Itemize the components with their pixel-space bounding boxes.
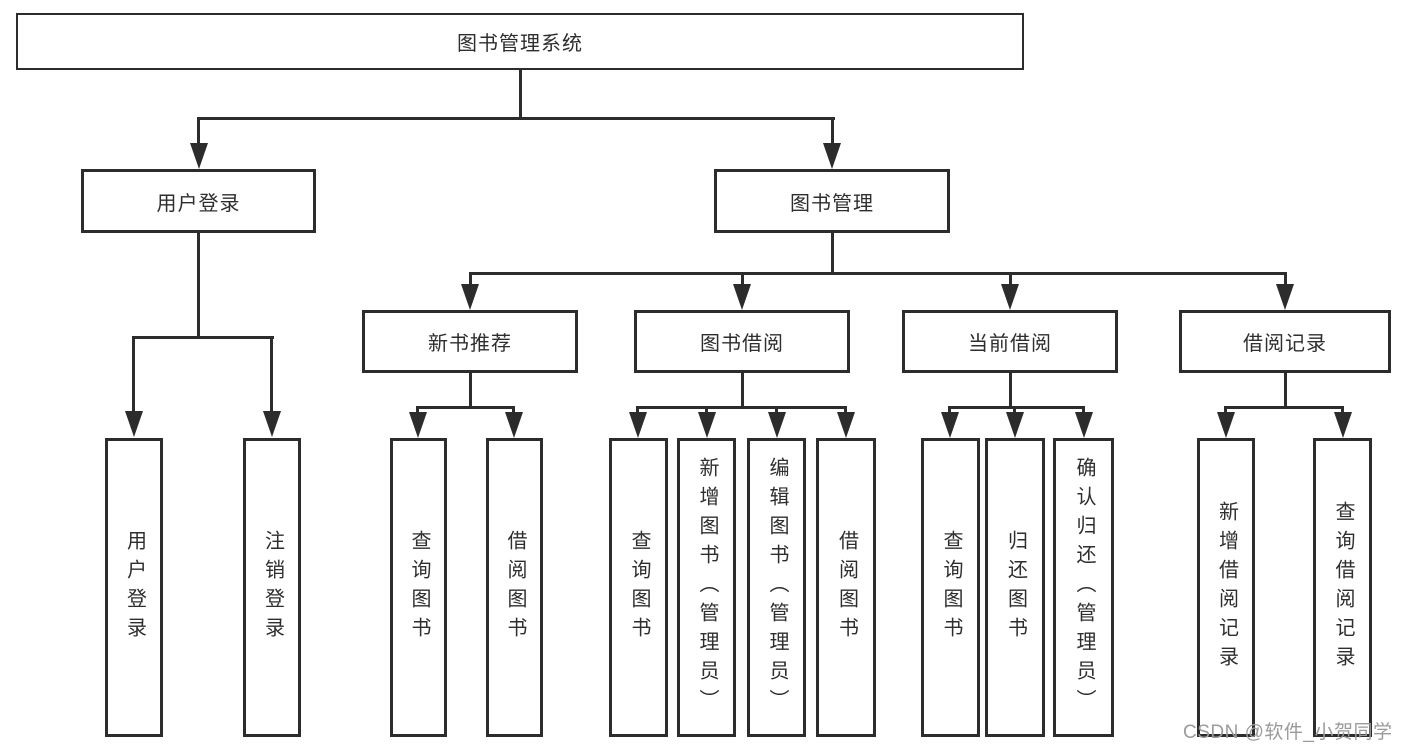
leaf-borrow-book-recommend: 借阅图书 [486,438,543,737]
node-label: 图书管理系统 [457,33,583,55]
connector-line [1009,373,1012,408]
arrowhead-icon [629,412,647,438]
connector-line [416,406,419,415]
connector-line [197,117,200,145]
leaf-borrow-book: 借阅图书 [816,438,876,737]
connector-line [637,406,847,409]
leaf-query-book-borrow: 查询图书 [609,438,668,737]
leaf-confirm-return-admin: 确认归还（管理员） [1053,438,1114,737]
node-book-management: 图书管理 [714,169,950,233]
node-label: 新增借阅记录 [1215,500,1238,675]
connector-line [270,336,273,412]
connector-line [775,406,778,415]
csdn-watermark: CSDN @软件_小贺同学 [1183,722,1393,743]
node-label: 图书管理 [790,192,874,215]
connector-line [949,406,1085,409]
node-label: 新书推荐 [428,333,512,355]
arrowhead-icon [1006,412,1024,438]
connector-line [197,117,835,120]
connector-line [1284,373,1287,408]
connector-line [705,406,708,415]
connector-line [133,336,274,339]
node-new-book-recommend: 新书推荐 [362,310,578,373]
arrowhead-icon [190,143,208,169]
connector-line [1284,272,1287,286]
node-label: 借阅图书 [835,529,858,646]
connector-line [1009,272,1012,286]
leaf-query-borrow-record: 查询借阅记录 [1313,438,1372,737]
leaf-user-login: 用户登录 [105,438,163,737]
node-label: 借阅图书 [504,529,526,646]
node-label: 编辑图书（管理员） [766,457,788,718]
connector-line [197,233,200,337]
arrowhead-icon [1001,284,1019,310]
connector-line [741,373,744,408]
node-label: 注销登录 [261,529,284,646]
arrowhead-icon [505,412,523,438]
connector-line [469,272,1287,275]
arrowhead-icon [768,412,786,438]
arrowhead-icon [837,412,855,438]
connector-line [831,117,834,145]
node-user-login: 用户登录 [81,169,316,233]
leaf-query-book-current: 查询图书 [921,438,980,737]
connector-line [469,272,472,286]
arrowhead-icon [733,284,751,310]
arrowhead-icon [941,412,959,438]
node-label: 查询图书 [408,529,430,646]
connector-line [1082,406,1085,415]
arrowhead-icon [409,412,427,438]
node-root-system: 图书管理系统 [16,13,1024,70]
node-current-borrow: 当前借阅 [902,310,1118,373]
arrowhead-icon [1075,412,1093,438]
connector-line [1224,406,1227,415]
connector-line [512,406,515,415]
node-label: 借阅记录 [1243,333,1327,355]
leaf-return-book: 归还图书 [985,438,1045,737]
connector-line [844,406,847,415]
node-label: 归还图书 [1004,529,1027,646]
node-label: 用户登录 [156,192,241,215]
arrowhead-icon [125,411,143,437]
arrowhead-icon [823,143,841,169]
node-label: 新增图书（管理员） [696,457,718,718]
connector-line [1341,406,1344,415]
connector-line [132,336,135,412]
leaf-query-book-recommend: 查询图书 [390,438,447,737]
node-label: 用户登录 [123,529,146,646]
arrowhead-icon [1276,284,1294,310]
node-borrow-records: 借阅记录 [1179,310,1391,373]
connector-line [831,233,834,274]
arrowhead-icon [1334,412,1352,438]
node-label: 查询图书 [628,529,650,646]
arrowhead-icon [263,411,281,437]
arrowhead-icon [1217,412,1235,438]
connector-line [948,406,951,415]
connector-line [741,272,744,286]
node-label: 图书借阅 [700,333,784,355]
node-label: 当前借阅 [968,333,1052,355]
connector-line [1225,406,1344,409]
leaf-add-borrow-record: 新增借阅记录 [1197,438,1255,737]
node-label: 查询图书 [940,529,962,646]
leaf-logout: 注销登录 [243,438,301,737]
connector-line [469,373,472,408]
connector-line [519,70,522,117]
arrowhead-icon [698,412,716,438]
arrowhead-icon [461,284,479,310]
node-label: 查询借阅记录 [1332,500,1354,675]
leaf-edit-book-admin: 编辑图书（管理员） [747,438,806,737]
node-book-borrow: 图书借阅 [634,310,850,373]
connector-line [1013,406,1016,415]
connector-line [636,406,639,415]
connector-line [417,406,515,409]
leaf-add-book-admin: 新增图书（管理员） [677,438,736,737]
node-label: 确认归还（管理员） [1073,457,1095,718]
